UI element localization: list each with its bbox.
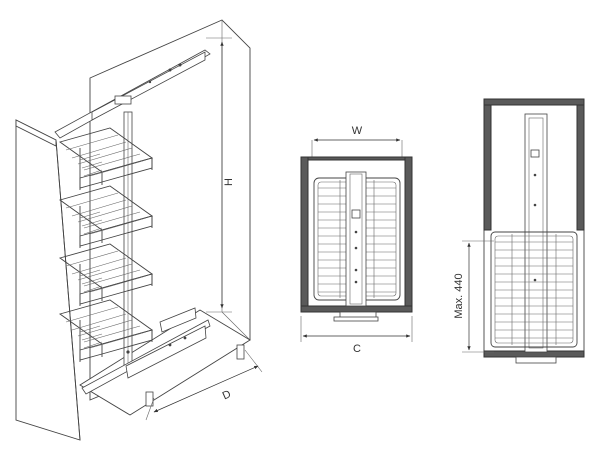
baskets [58, 127, 154, 363]
basket [58, 127, 154, 190]
cabinet-wall-right [404, 156, 413, 313]
top-view: W [300, 125, 413, 355]
bottom-runner [81, 307, 211, 395]
max-extension-label: Max. 440 [453, 273, 465, 318]
side-view-extended: Max. 440 [453, 98, 585, 364]
cabinet-wall-back [300, 305, 413, 313]
cabinet-wall-left [300, 156, 309, 313]
depth-dimension [153, 365, 259, 413]
width-label: W [352, 125, 363, 137]
cabinet-side-panel [15, 119, 81, 441]
height-label: H [223, 178, 235, 186]
cabinet-side-top [483, 98, 492, 231]
basket-side-extended [490, 231, 578, 348]
isometric-cabinet-view: H D [15, 19, 263, 441]
foot [145, 391, 154, 407]
top-runner [54, 49, 211, 139]
cabinet-width-label: C [353, 343, 361, 355]
cabinet-floor [79, 309, 251, 416]
foot [236, 344, 245, 360]
depth-label: D [221, 388, 233, 402]
center-post [345, 171, 367, 307]
side-post [524, 113, 548, 353]
